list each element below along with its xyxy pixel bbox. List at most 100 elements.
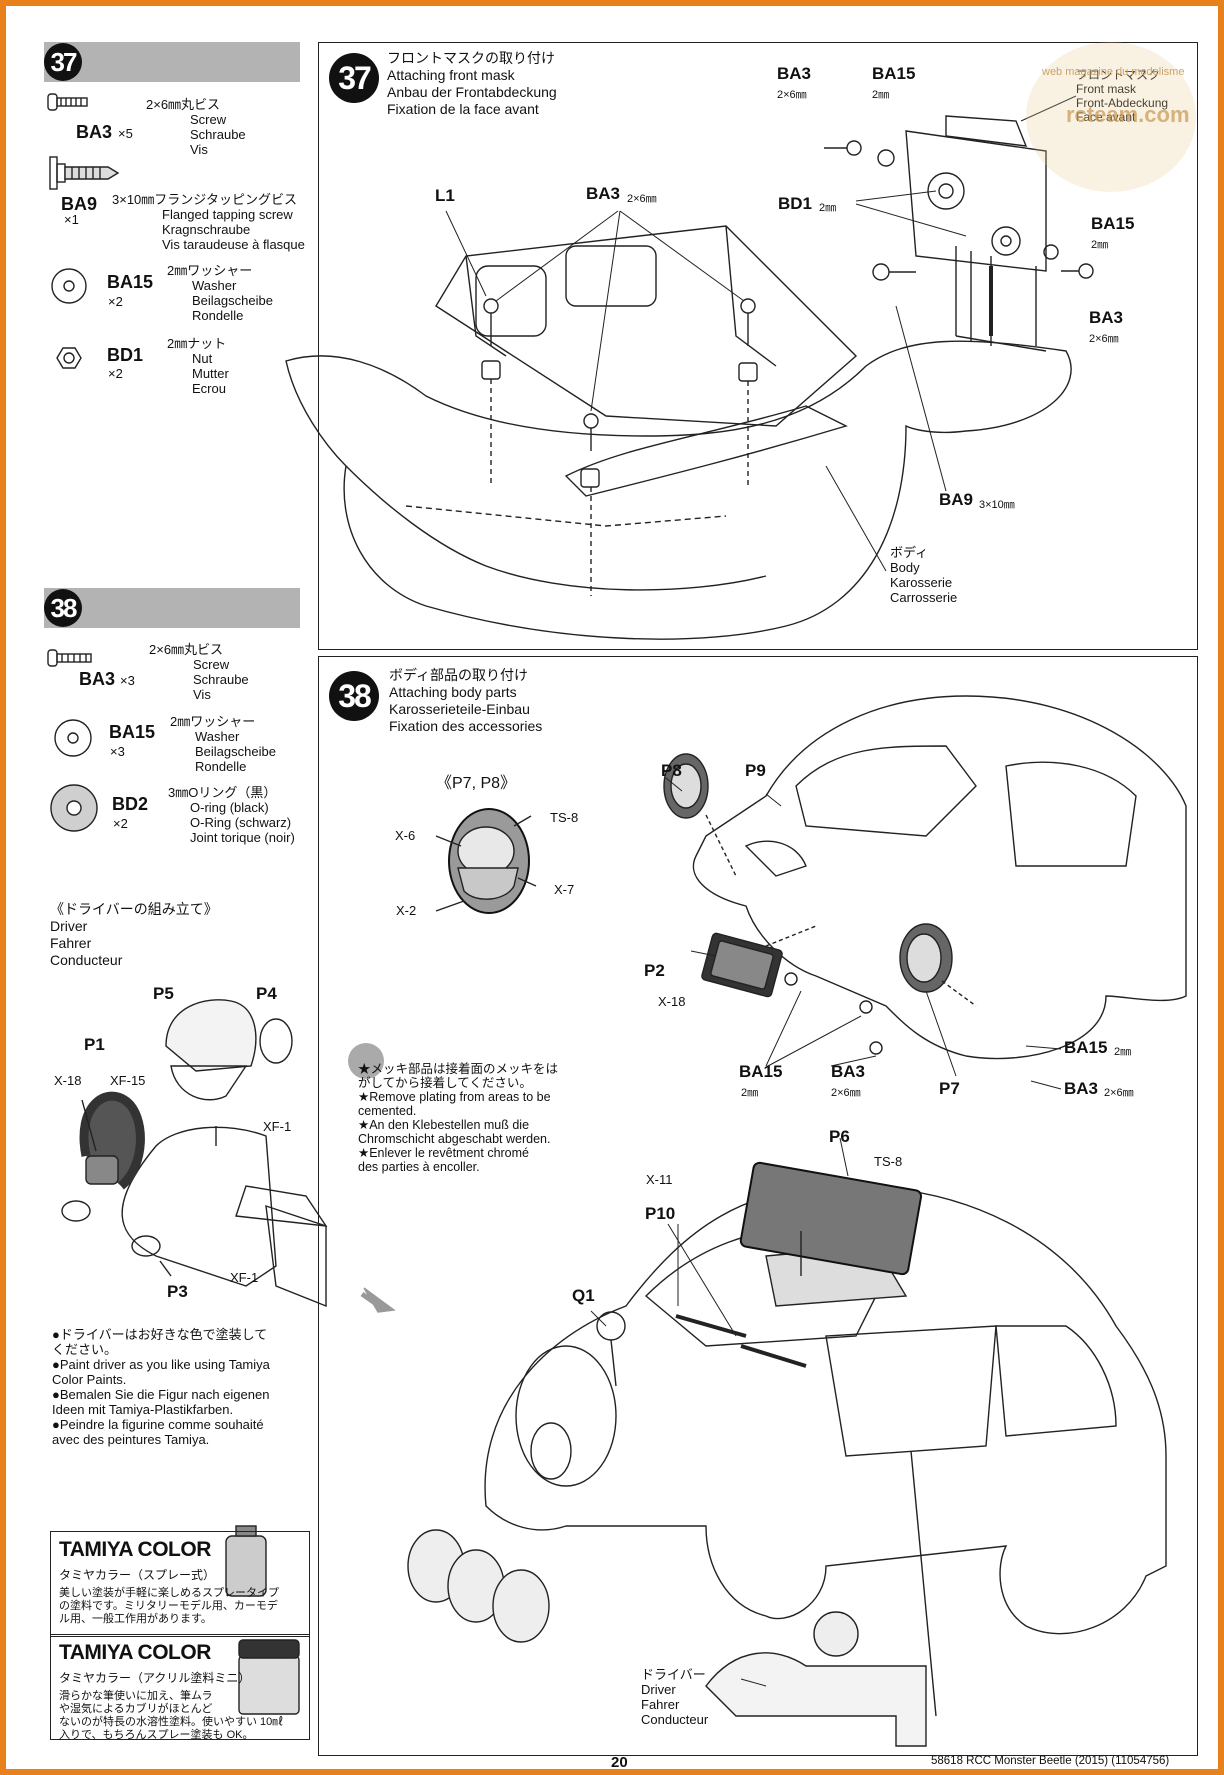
plating-star-icon — [348, 1043, 384, 1079]
label-size: 2㎜ — [1114, 1046, 1132, 1058]
part-desc: 3㎜Oリング（黒） O-ring (black) O-Ring (schwarz… — [168, 785, 295, 845]
line-art — [47, 93, 1187, 1747]
nut-icon — [56, 347, 82, 369]
part-qty: ×5 — [118, 126, 133, 141]
lens-diagram — [435, 808, 537, 914]
tamiya-acrylic-text: 滑らかな筆使いに加え、筆ムラ や湿気によるカブリがほとんど ないのが特長の水溶性… — [59, 1690, 284, 1741]
label-x11: X-11 — [646, 1172, 673, 1187]
label-ba3: BA3 — [777, 64, 812, 83]
label-front-mask: フロントマスク Front mask Front-Abdeckung Face … — [1076, 68, 1169, 124]
label-p6: P6 — [829, 1127, 850, 1146]
washer-icon — [51, 268, 87, 304]
label-ba15: BA15 — [872, 64, 916, 83]
plating-note: ★メッキ部品は接着面のメッキをは がしてから接着してください。 ★Remove … — [358, 1062, 559, 1174]
body-outline-37 — [285, 225, 1072, 640]
step38-panel — [318, 656, 1198, 1756]
step37-badge-small: 37 — [44, 43, 82, 81]
label-ba3: BA3 — [1064, 1079, 1099, 1098]
label-p9: P9 — [745, 761, 766, 780]
beetle-upper — [663, 695, 1187, 1060]
label-p7: P7 — [939, 1079, 960, 1098]
label-size: 2×6㎜ — [831, 1087, 861, 1099]
label-body: ボディ Body Karosserie Carrosserie — [890, 545, 958, 605]
label-x18: X-18 — [54, 1073, 82, 1088]
step38-badge: 38 — [329, 671, 379, 721]
label-xf15: XF-15 — [110, 1073, 146, 1088]
label-p1: P1 — [84, 1035, 105, 1054]
tapping-screw-icon — [49, 156, 120, 190]
label-xf1: XF-1 — [263, 1119, 292, 1134]
label-bd1: BD1 — [778, 194, 813, 213]
tamiya-acrylic-box: TAMIYA COLOR タミヤカラー（アクリル塗料ミニ） 滑らかな筆使いに加え… — [50, 1634, 310, 1741]
step37-parts-header — [44, 42, 300, 82]
screws-37 — [481, 140, 1094, 596]
step38-badge-small: 38 — [44, 589, 82, 627]
leader-lines-37 — [445, 95, 1077, 572]
part-desc: 2×6㎜丸ビス Screw Schraube Vis — [149, 642, 249, 702]
part-desc: 2㎜ナット Nut Mutter Ecrou — [167, 336, 229, 396]
driver-heading: 《ドライバーの組み立て》 Driver Fahrer Conducteur — [50, 901, 218, 968]
driver-figure — [61, 999, 328, 1308]
front-mask-37 — [905, 115, 1047, 352]
label-ts8: TS-8 — [550, 810, 579, 825]
o-ring-icon — [50, 784, 98, 832]
label-ba3: BA3 — [1089, 308, 1124, 327]
part-code: BA3 — [79, 669, 116, 689]
part-qty: ×2 — [113, 816, 128, 831]
model-footer: 58618 RCC Monster Beetle (2015) (1105475… — [931, 1755, 1170, 1767]
label-ba15: BA15 — [739, 1062, 783, 1081]
label-size: 2㎜ — [819, 202, 837, 214]
label-size: 2㎜ — [741, 1087, 759, 1099]
part-code: BA3 — [76, 122, 113, 142]
part-qty: ×2 — [108, 294, 123, 309]
label-ba3: BA3 — [586, 184, 621, 203]
washer-icon — [54, 719, 92, 757]
label-x6: X-6 — [395, 828, 416, 843]
tamiya-spray-sub: タミヤカラー（スプレー式） — [59, 1568, 216, 1582]
paint-note: ●ドライバーはお好きな色で塗装して ください。 ●Paint driver as… — [52, 1327, 270, 1447]
step37-badge: 37 — [329, 53, 379, 103]
part-code: BA9 — [61, 194, 98, 214]
label-p10: P10 — [645, 1204, 676, 1223]
step38-title: ボディ部品の取り付け Attaching body parts Karosser… — [389, 667, 543, 734]
label-p8: P8 — [661, 761, 682, 780]
label-driver: ドライバー Driver Fahrer Conducteur — [641, 1667, 709, 1727]
label-xf1: XF-1 — [230, 1270, 259, 1285]
label-p2: P2 — [644, 961, 665, 980]
label-x2: X-2 — [396, 903, 417, 918]
screw-icon — [47, 649, 92, 667]
step37-title: フロントマスクの取り付け Attaching front mask Anbau … — [387, 50, 557, 117]
part-qty: ×3 — [120, 673, 135, 688]
label-size: 2㎜ — [1091, 239, 1109, 251]
part-desc: 3×10㎜フランジタッピングビス Flanged tapping screw K… — [112, 192, 305, 252]
part-desc: 2㎜ワッシャー Washer Beilagscheibe Rondelle — [167, 263, 273, 323]
beetle-lower — [407, 1161, 1167, 1747]
label-ts8: TS-8 — [874, 1154, 903, 1169]
paint-jar-icon — [238, 1639, 300, 1715]
part-code: BA15 — [107, 272, 154, 292]
part-qty: ×1 — [64, 212, 79, 227]
step37-panel — [318, 42, 1198, 650]
screw-icon — [47, 93, 88, 111]
tamiya-spray-box: TAMIYA COLOR タミヤカラー（スプレー式） 美しい塗装が手軽に楽しめる… — [50, 1531, 310, 1637]
label-size: 2×6㎜ — [627, 193, 657, 205]
label-q1: Q1 — [572, 1286, 595, 1305]
watermark-logo: web magazine du modelisme rcteam.com — [1026, 42, 1196, 192]
label-ba15: BA15 — [1064, 1038, 1108, 1057]
label-size: 2㎜ — [872, 89, 890, 101]
part-code: BD1 — [107, 345, 144, 365]
label-size: 3×10㎜ — [979, 499, 1015, 511]
tamiya-spray-brand: TAMIYA COLOR — [59, 1538, 211, 1561]
part-desc: 2×6㎜丸ビス Screw Schraube Vis — [146, 97, 246, 157]
label-p5: P5 — [153, 984, 174, 1003]
tamiya-spray-text: 美しい塗装が手軽に楽しめるスプレータイプ の塗料です。ミリタリーモデル用、カーモ… — [59, 1587, 279, 1625]
page-number: 20 — [611, 1754, 628, 1771]
label-ba15: BA15 — [1091, 214, 1135, 233]
lens-heading: 《P7, P8》 — [436, 775, 517, 792]
front-lamps — [407, 1529, 550, 1643]
label-l1: L1 — [435, 186, 455, 205]
label-x7: X-7 — [554, 882, 575, 897]
step38-parts-header — [44, 588, 300, 628]
part-code: BD2 — [112, 794, 149, 814]
